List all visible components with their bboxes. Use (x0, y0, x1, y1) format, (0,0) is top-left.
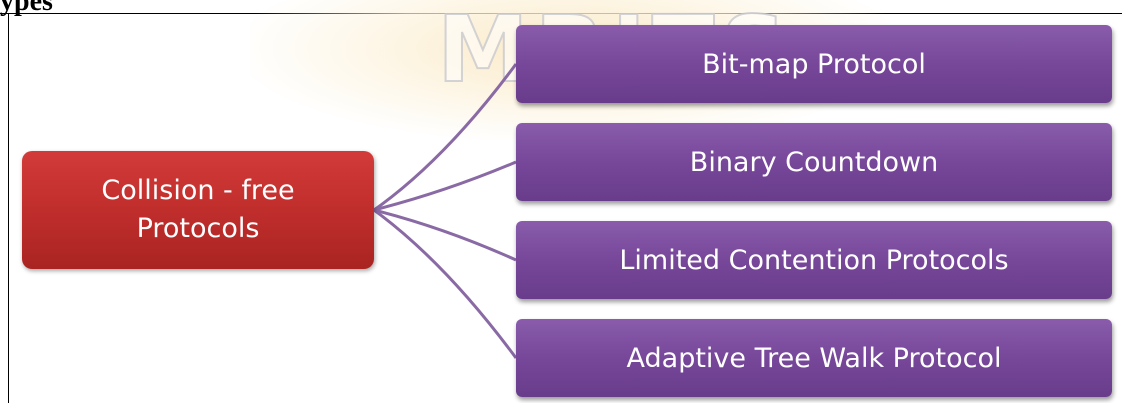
connector-line (373, 63, 518, 212)
child-node-label: Binary Countdown (689, 146, 939, 178)
child-node-binary-countdown: Binary Countdown (516, 123, 1112, 201)
child-node-label: Adaptive Tree Walk Protocol (626, 342, 1002, 374)
connector-line (373, 208, 517, 262)
root-node-label: Collision - free Protocols (101, 175, 295, 244)
child-node-label: Bit-map Protocol (702, 48, 926, 80)
page-heading: ypes (0, 0, 53, 17)
left-rule (8, 14, 9, 403)
root-node: Collision - free Protocols (22, 151, 374, 269)
connector-line (373, 160, 517, 212)
child-node-limited-contention: Limited Contention Protocols (516, 221, 1112, 299)
child-node-adaptive-tree-walk: Adaptive Tree Walk Protocol (516, 319, 1112, 397)
child-node-label: Limited Contention Protocols (619, 244, 1009, 276)
child-node-bitmap: Bit-map Protocol (516, 25, 1112, 103)
connector-line (373, 208, 518, 359)
